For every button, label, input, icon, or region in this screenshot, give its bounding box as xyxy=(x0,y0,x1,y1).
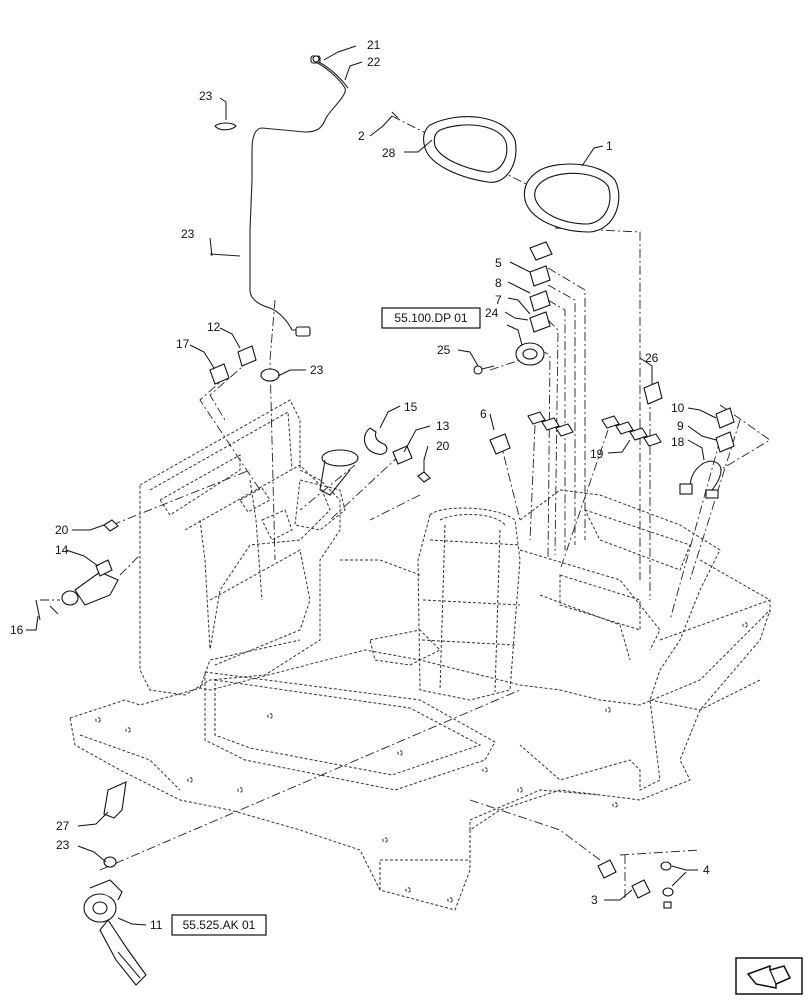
callout-1: 1 xyxy=(606,139,613,153)
callout-22: 22 xyxy=(367,55,381,69)
callout-10: 10 xyxy=(671,401,685,415)
callout-9: 9 xyxy=(677,419,684,433)
callout-17: 17 xyxy=(176,337,190,351)
callout-20-right: 20 xyxy=(436,439,450,453)
lever-bracket xyxy=(61,559,119,606)
screw-16 xyxy=(35,599,41,621)
switch-26 xyxy=(643,381,663,405)
callout-24: 24 xyxy=(485,306,499,320)
callout-14: 14 xyxy=(55,543,69,557)
jumper-harness xyxy=(679,460,722,499)
callout-2: 2 xyxy=(358,129,365,143)
bolt-20-left xyxy=(103,519,119,532)
screw-16b xyxy=(49,605,59,615)
reference-label-dp: 55.100.DP 01 xyxy=(394,311,467,325)
right-dash-frame xyxy=(519,489,771,791)
switch-10 xyxy=(715,407,735,429)
callout-11: 11 xyxy=(150,918,163,932)
callout-13: 13 xyxy=(436,419,450,433)
callout-23-tie: 23 xyxy=(181,227,195,241)
floor-pan xyxy=(69,559,771,911)
callout-26: 26 xyxy=(645,351,659,365)
instrument-bezel-seal xyxy=(423,116,517,183)
connector-clips xyxy=(597,859,674,909)
instrument-cluster xyxy=(523,163,620,233)
reference-link-ak[interactable]: 55.525.AK 01 xyxy=(171,914,267,936)
steering-adapter xyxy=(319,449,359,496)
callout-18: 18 xyxy=(671,435,685,449)
cable-clip xyxy=(214,122,237,131)
callout-19: 19 xyxy=(590,447,604,461)
callout-labels: 21 22 23 2 28 1 23 5 8 7 24 25 12 17 23 … xyxy=(10,38,710,932)
callout-20-left: 20 xyxy=(55,523,69,537)
callout-8: 8 xyxy=(495,276,502,290)
callout-23-ring: 23 xyxy=(310,363,324,377)
switch-17 xyxy=(209,363,230,385)
retainer-clip xyxy=(363,427,388,455)
callout-28: 28 xyxy=(382,146,396,160)
switch-9 xyxy=(715,431,735,453)
callout-4: 4 xyxy=(703,863,710,877)
callout-23-top: 23 xyxy=(199,89,213,103)
bolt-20-right xyxy=(417,471,431,483)
steering-column-cover xyxy=(417,507,521,701)
accelerator-pedal xyxy=(83,879,147,986)
blank-plug-row-right xyxy=(601,415,662,447)
direction-arrow-icon xyxy=(735,957,803,995)
reference-link-dp[interactable]: 55.100.DP 01 xyxy=(381,307,481,329)
pedal-pad xyxy=(103,781,127,819)
grommet-ring xyxy=(260,368,280,382)
callout-23-pedal: 23 xyxy=(56,838,70,852)
reference-label-ak: 55.525.AK 01 xyxy=(183,918,256,932)
callout-12: 12 xyxy=(207,320,221,334)
switch-13 xyxy=(392,445,413,465)
callout-27: 27 xyxy=(56,819,70,833)
callout-5: 5 xyxy=(495,256,502,270)
callout-6: 6 xyxy=(480,407,487,421)
screw xyxy=(391,111,399,119)
callout-21: 21 xyxy=(367,38,381,52)
callout-16: 16 xyxy=(10,623,24,637)
leader-lines xyxy=(26,45,717,926)
alignment-lines xyxy=(40,115,771,900)
left-dash-frame xyxy=(139,399,346,696)
wire-harness xyxy=(249,55,349,337)
pedal-grommet xyxy=(103,856,117,868)
callout-3: 3 xyxy=(591,893,598,907)
callout-25: 25 xyxy=(437,343,451,357)
cable-tie xyxy=(209,253,241,257)
blank-plug-row-left xyxy=(527,411,574,437)
callout-7: 7 xyxy=(495,293,502,307)
switch-12 xyxy=(237,345,257,367)
switch-6 xyxy=(489,433,511,455)
callout-15: 15 xyxy=(404,400,418,414)
switch-stack xyxy=(473,241,553,375)
